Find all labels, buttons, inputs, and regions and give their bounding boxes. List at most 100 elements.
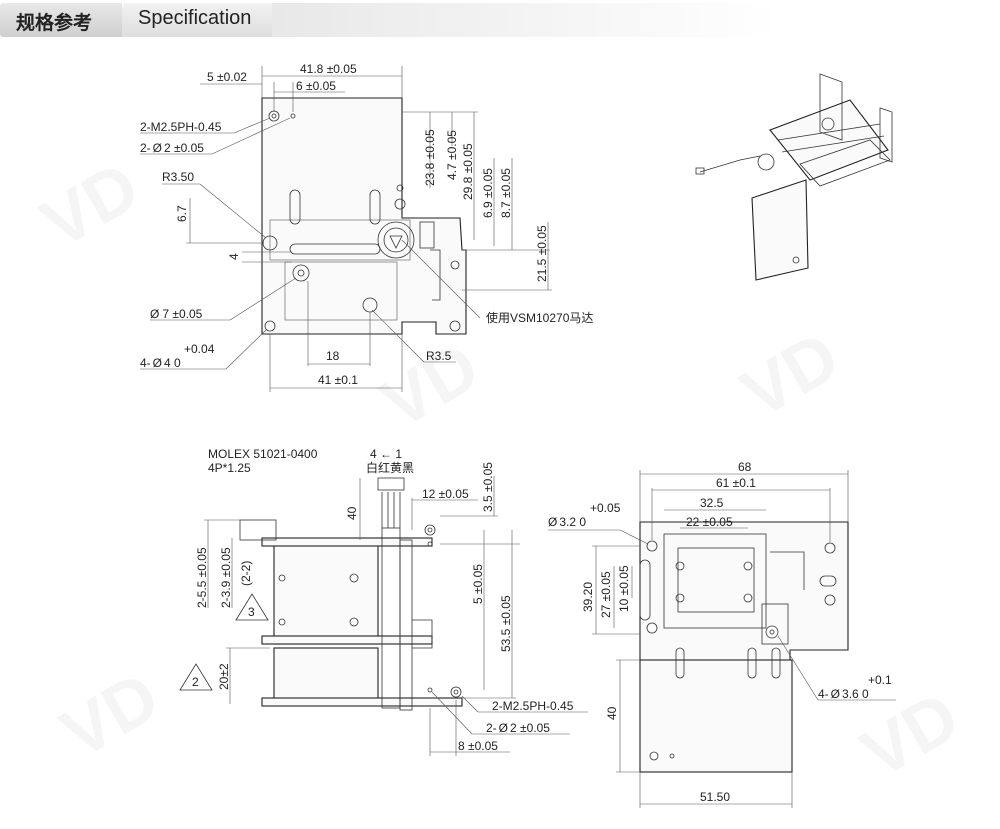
front-bracket-line — [770, 551, 805, 590]
svg-text:VD: VD — [49, 657, 172, 773]
isometric-sketch — [695, 73, 893, 281]
top-pin-hole — [290, 113, 296, 119]
dim-6-7: 6.7 — [175, 205, 189, 222]
top-slot-left — [289, 189, 301, 225]
front-hole-m4 — [743, 593, 753, 603]
side-hole-1 — [349, 573, 359, 583]
front-slot-left — [639, 559, 651, 621]
side-hole-4 — [278, 618, 286, 626]
top-small-hole — [396, 184, 404, 192]
dim-41-8: 41.8 ±0.05 — [300, 62, 357, 76]
svg-text:VD: VD — [369, 327, 492, 443]
dim-61: 61 ±0.1 — [716, 476, 756, 490]
front-motor-inner — [677, 547, 755, 613]
front-hole-low2 — [669, 753, 675, 759]
dim-wire-colors: 白红黄黑 — [366, 460, 414, 475]
tri-3-marker — [235, 593, 269, 621]
dim-32-5: 32.5 — [700, 496, 724, 510]
side-top-plate — [261, 537, 433, 547]
front-slot-right — [819, 575, 837, 587]
iso-right-bracket — [879, 107, 893, 163]
iso-gear — [821, 117, 835, 131]
dim-pin-order: 4 ← 1 — [370, 447, 402, 461]
side-pin-hole-bottom — [427, 687, 433, 693]
top-motor-bracket — [419, 221, 435, 249]
dim-thread-top: 2-M2.5PH-0.45 — [140, 120, 222, 134]
header-tab-chinese: 规格参考 — [0, 3, 122, 37]
side-pin-hole-top — [427, 541, 433, 547]
header-title-cn: 规格参考 — [16, 12, 93, 34]
side-shaft-housing — [381, 527, 401, 709]
dim-40-wire: 40 — [345, 506, 359, 520]
iso-base — [799, 139, 891, 187]
header-fade — [272, 3, 1000, 37]
dim-5-side: 5 ±0.05 — [471, 564, 485, 604]
dim-8-7: 8.7 ±0.05 — [499, 168, 513, 218]
top-hole-dia7 — [292, 264, 310, 282]
top-motor-arrow — [389, 235, 403, 249]
dim-thread-side: 2-M2.5PH-0.45 — [492, 699, 574, 713]
top-hole-dia7-inner — [297, 269, 305, 277]
dim-r350: R3.50 — [162, 170, 194, 184]
side-thread-hole-bottom — [450, 686, 462, 698]
side-thread-hole-top-inner — [427, 527, 433, 533]
side-top-block — [273, 543, 379, 645]
svg-text:VD: VD — [29, 147, 152, 263]
dim-29-8: 29.8 ±0.05 — [461, 143, 475, 200]
header-title-en: Specification — [138, 7, 252, 29]
dim-27: 27 ±0.05 — [599, 571, 613, 618]
top-small-hole-2 — [394, 198, 406, 210]
top-hole-corner-bl — [264, 320, 276, 332]
front-hole-m3 — [675, 593, 685, 603]
iso-hole — [792, 256, 800, 264]
dim-22: 22 ±0.05 — [686, 515, 733, 529]
dim-40-front: 40 — [605, 706, 619, 720]
dim-53-5: 53.5 ±0.05 — [499, 595, 513, 652]
side-molex-connector — [377, 477, 405, 491]
dim-12: 12 ±0.05 — [422, 487, 469, 501]
dim-68: 68 — [738, 460, 752, 474]
front-hole-br — [824, 594, 836, 606]
front-hole-tr — [824, 542, 836, 554]
dim-4-7: 4.7 ±0.05 — [445, 130, 459, 180]
header-tab-english: Specification — [112, 3, 272, 37]
tri-3-label: 3 — [248, 605, 255, 619]
dim-5-002: 5 ±0.02 — [207, 70, 247, 84]
iso-back-bracket — [819, 73, 843, 141]
side-thread-hole-bottom-inner — [453, 689, 459, 695]
dim-r35: R3.5 — [426, 349, 452, 363]
iso-motor — [757, 153, 775, 171]
side-wires — [381, 492, 401, 528]
side-bottom-block — [273, 647, 379, 705]
dim-20: 20±2 — [217, 663, 231, 690]
top-hole-m25-inner — [271, 113, 277, 119]
front-slot-b3 — [771, 647, 781, 679]
iso-cable — [699, 155, 761, 173]
header-bar: Specification 规格参考 — [0, 0, 1000, 40]
side-hole-3 — [278, 574, 286, 582]
dim-6: 6 ±0.05 — [296, 79, 336, 93]
front-gear-block — [761, 603, 789, 645]
dim-4: 4 — [227, 253, 241, 260]
iso-connector — [695, 167, 705, 175]
dim-10: 10 ±0.05 — [617, 565, 631, 612]
tri-2-marker — [179, 663, 213, 691]
dim-3-5: 3.5 ±0.05 — [481, 462, 495, 512]
front-plate-outline — [639, 521, 849, 661]
top-slot-right — [369, 189, 381, 225]
iso-top-frame — [769, 99, 889, 181]
dim-8: 8 ±0.05 — [458, 739, 498, 753]
top-motor-outer — [377, 221, 415, 259]
front-motor-frame — [663, 533, 767, 629]
top-motor-inner — [383, 227, 409, 253]
dim-tol-plus-01: +0.1 — [868, 673, 892, 687]
top-inner-rect — [269, 219, 411, 261]
dim-6-9: 6.9 ±0.05 — [481, 168, 495, 218]
